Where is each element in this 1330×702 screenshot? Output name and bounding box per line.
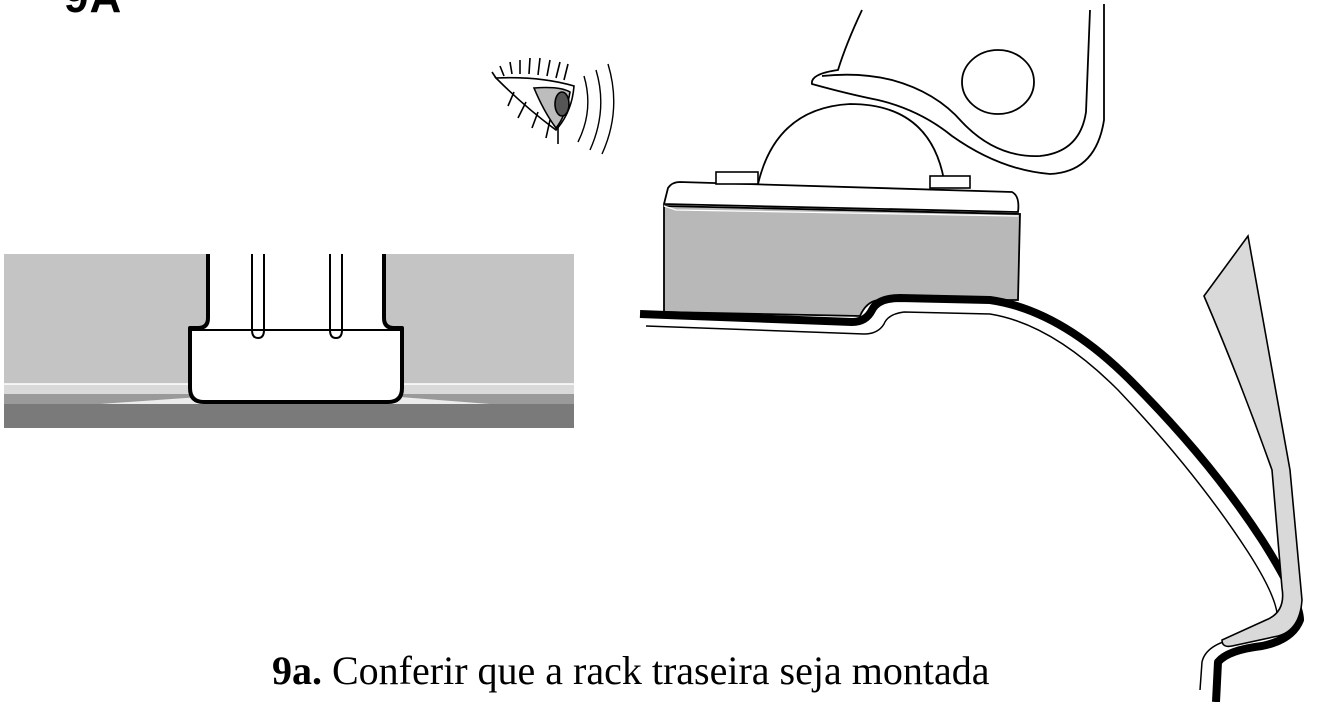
rack-tab-left: [715, 171, 759, 185]
caption-text: Conferir que a rack traseira seja montad…: [332, 648, 990, 693]
step-label: 9A: [64, 0, 122, 20]
rack-handle: [757, 103, 945, 185]
caption-step-number: 9a.: [272, 648, 322, 693]
trim-piece: [1203, 234, 1303, 648]
body-panel-edge: [639, 294, 1304, 702]
main-view: [639, 4, 1304, 702]
detail-view: [4, 254, 574, 428]
bracket-hole: [961, 49, 1035, 115]
detail-prong-right: [329, 254, 343, 340]
rack-tab-right: [929, 175, 971, 189]
body-panel-inner: [645, 311, 1279, 691]
eye-icon: [491, 57, 575, 144]
detail-dark-strip: [4, 404, 574, 428]
detail-prong-left: [251, 254, 265, 340]
bracket-outline: [811, 4, 1105, 175]
vision-waves-icon: [577, 63, 615, 155]
rack-top: [662, 181, 1020, 213]
caption: 9a. Conferir que a rack traseira seja mo…: [272, 648, 989, 694]
